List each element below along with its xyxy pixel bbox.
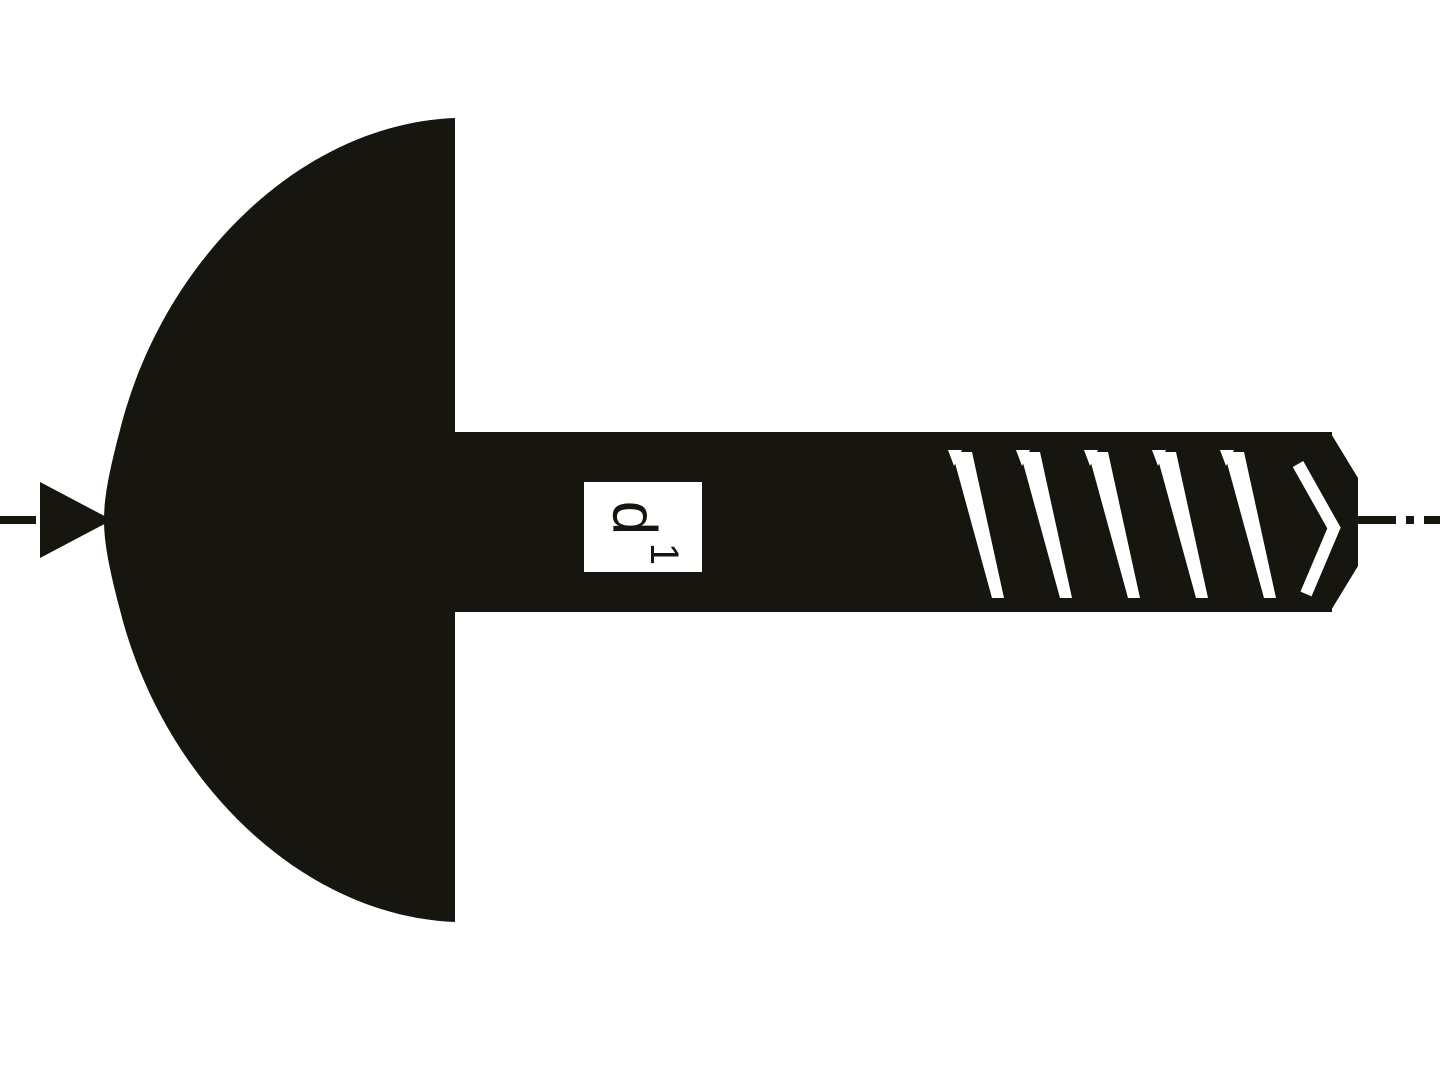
d1-label-subscript: 1 (642, 543, 686, 565)
thread-gaps (948, 450, 1276, 598)
screw-shank (448, 432, 960, 612)
d1-label-box (584, 482, 702, 572)
thread-gap (1088, 452, 1140, 598)
thread-gap (1224, 452, 1276, 598)
thread-gap (1020, 452, 1072, 598)
screw-head (104, 118, 455, 922)
thread-runout-chevron (1292, 461, 1341, 597)
d1-label-base: d (600, 501, 669, 535)
thread-crest-notch (1016, 450, 1030, 466)
screw-tip (1330, 432, 1358, 612)
thread-crest-notch (1084, 450, 1098, 466)
dimension-arrow-left-icon (40, 482, 112, 558)
thread-crest-notch (948, 450, 962, 466)
thread-gap (1156, 452, 1208, 598)
screw-thread-section (946, 432, 1332, 612)
thread-gap (952, 452, 1004, 598)
thread-crest-notch (1220, 450, 1234, 466)
thread-crest-notch (1152, 450, 1166, 466)
